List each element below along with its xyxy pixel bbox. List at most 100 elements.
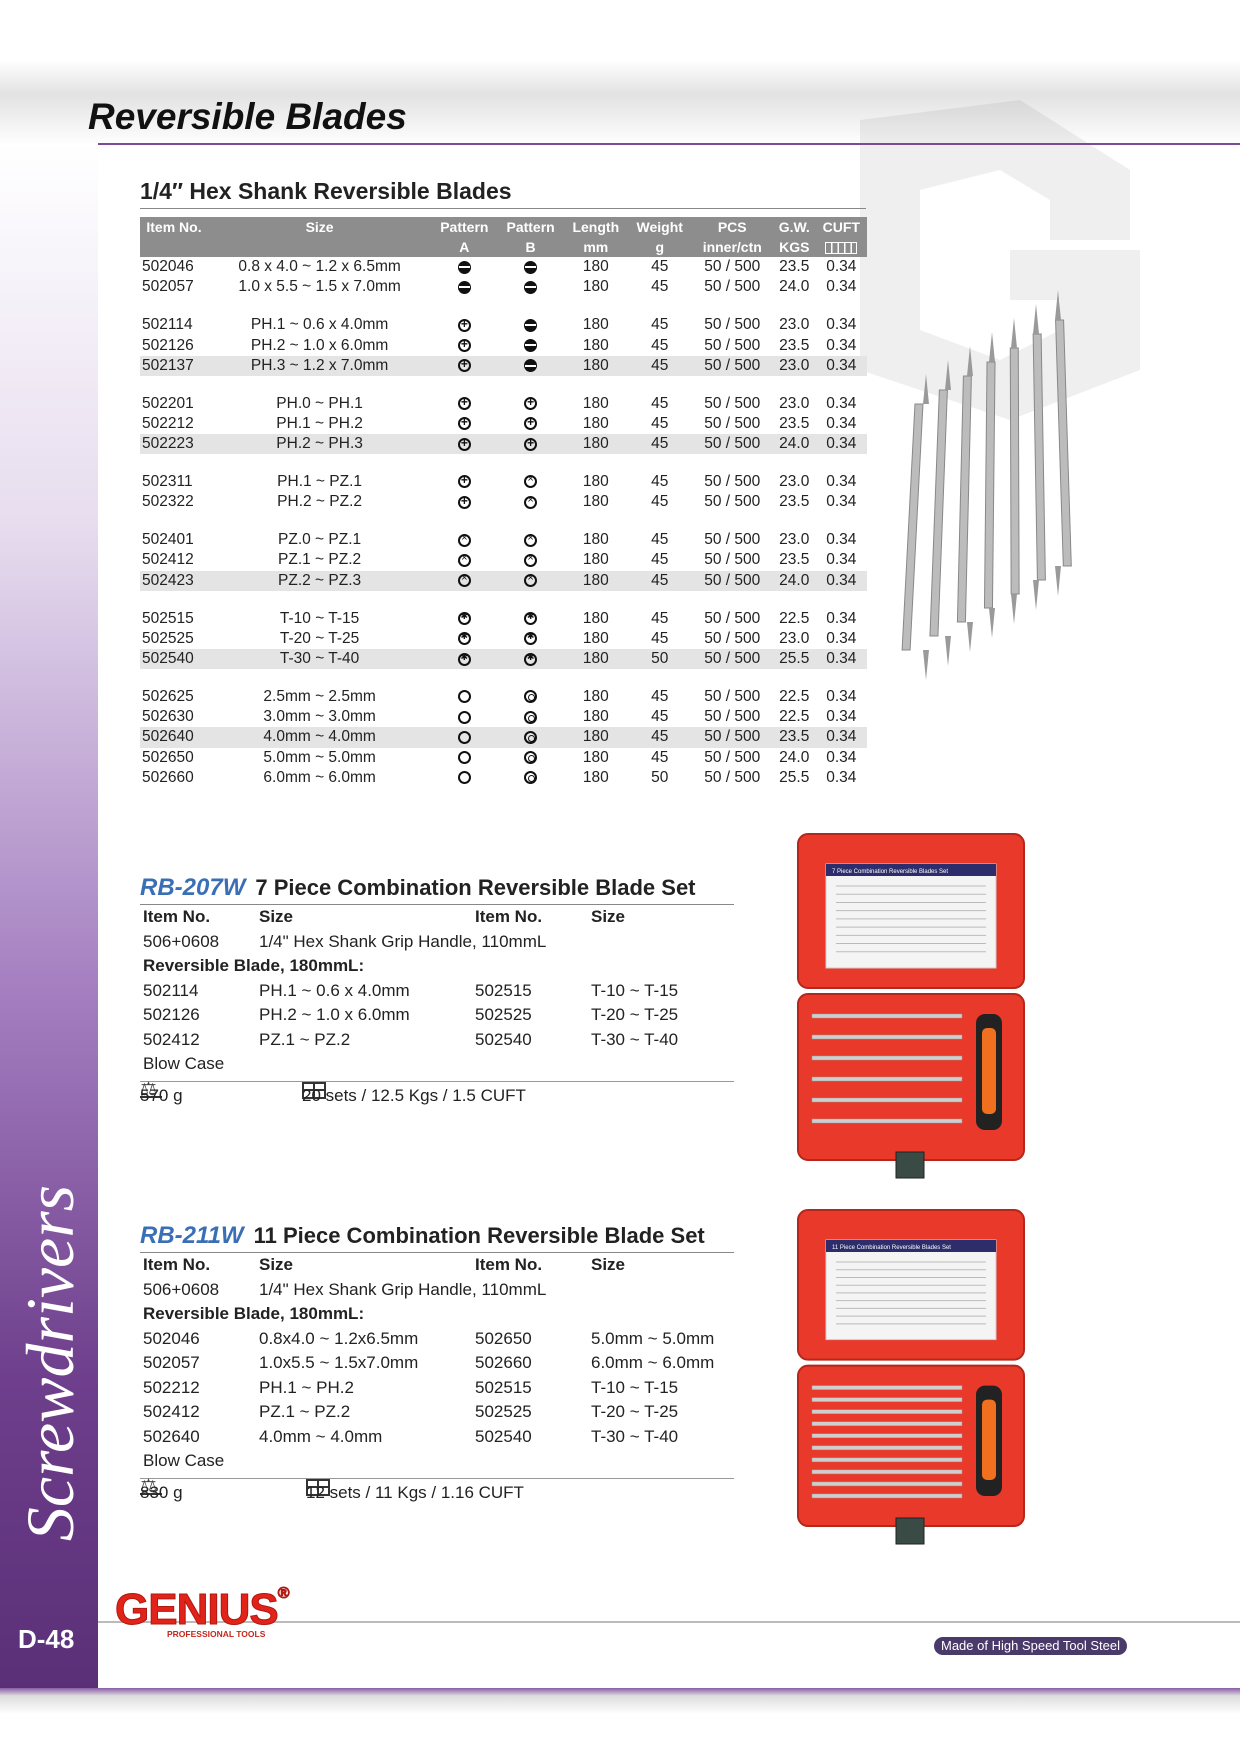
item-size: PZ.1 ~ PZ.2 <box>259 1402 351 1421</box>
case-latch <box>895 1517 925 1545</box>
pattern-a-cell <box>431 550 497 570</box>
pattern-a-cell <box>431 748 497 768</box>
sidebar: Screwdrivers <box>0 143 98 1688</box>
length-cell: 180 <box>582 493 609 511</box>
item-size: 0.8x4.0 ~ 1.2x6.5mm <box>259 1328 419 1348</box>
slotted-tip-icon <box>524 280 538 294</box>
hex-socket-tip-icon <box>524 710 538 724</box>
pattern-b-cell <box>497 335 563 355</box>
phillips-tip-icon <box>457 415 471 431</box>
header-unit-cell: B <box>497 237 564 257</box>
phillips-tip-icon <box>457 436 471 451</box>
set-code: RB-211W <box>140 1222 244 1249</box>
item-number-cell: 502201 <box>142 394 194 412</box>
header-unit-cell: mm <box>563 237 628 257</box>
item-size: T-30 ~ T-40 <box>591 1029 679 1049</box>
length-cell: 180 <box>582 473 609 491</box>
spacer-row <box>140 298 867 316</box>
stored-blade <box>811 1445 963 1451</box>
length-cell: 180 <box>563 434 628 455</box>
item-number-cell: 502660 <box>142 769 194 787</box>
item-number: 502540 <box>475 1029 532 1049</box>
item-size: 1/4" Hex Shank Grip Handle, 110mmL <box>259 1279 547 1299</box>
item-size: PH.1 ~ 0.6 x 4.0mm <box>259 980 410 1000</box>
pattern-b-cell <box>497 550 563 570</box>
size-cell: PH.2 ~ PH.3 <box>208 434 432 455</box>
weight-cell: 50 <box>627 648 692 670</box>
size-cell: PH.2 ~ PZ.2 <box>277 493 363 511</box>
pattern-a-cell <box>431 434 498 455</box>
item-number-cell: 502423 <box>140 570 208 591</box>
blade-heading: Reversible Blade, 180mmL: <box>143 956 365 975</box>
phillips-tip-icon <box>524 395 538 411</box>
hex-tip-icon <box>457 710 471 724</box>
cuft-cell: 0.34 <box>826 708 857 726</box>
pcs-cell: 50 / 500 <box>691 434 773 455</box>
set-name: 11 Piece Combination Reversible Blade Se… <box>253 1223 705 1248</box>
cuft-cell: 0.34 <box>815 434 867 455</box>
cuft-cell: 0.34 <box>826 394 857 412</box>
cuft-cell: 0.34 <box>826 414 857 432</box>
pattern-a-cell <box>431 707 497 727</box>
pattern-a-cell <box>431 687 497 707</box>
item-size: PZ.1 ~ PZ.2 <box>259 1029 351 1049</box>
pattern-b-cell <box>497 608 563 628</box>
item-number: 502640 <box>143 1426 200 1446</box>
weight-cell: 45 <box>651 414 669 432</box>
size-cell: 5.0mm ~ 5.0mm <box>263 748 376 766</box>
pattern-b-cell <box>497 355 564 376</box>
header-unit-cell: A <box>431 237 498 257</box>
item-number-cell: 502212 <box>142 414 194 432</box>
weight-cell: 45 <box>651 473 669 491</box>
pcs-cell: 50 / 500 <box>704 473 761 491</box>
grip-handle-insert <box>982 1399 996 1480</box>
stored-blade <box>811 1397 963 1402</box>
stored-blade <box>811 1097 963 1103</box>
size-cell: PH.0 ~ PH.1 <box>276 394 363 412</box>
stored-blade <box>811 1457 963 1463</box>
gross-weight-cell: 23.0 <box>772 355 816 376</box>
gross-weight-cell: 23.0 <box>779 629 810 647</box>
insert-card <box>825 863 997 969</box>
gross-weight-cell: 23.5 <box>779 258 810 276</box>
length-cell: 180 <box>582 769 609 787</box>
stored-blade <box>811 1433 963 1439</box>
insert-card <box>825 1239 997 1341</box>
item-size: PH.2 ~ 1.0 x 6.0mm <box>259 1005 410 1024</box>
item-size: T-20 ~ T-25 <box>591 1402 679 1421</box>
stored-blade <box>811 1013 963 1019</box>
pattern-b-cell <box>497 257 563 277</box>
weight-cell: 45 <box>651 531 669 549</box>
header-unit-cell <box>140 237 208 257</box>
gross-weight-cell: 23.5 <box>779 551 810 569</box>
brand-name: GENIUS® <box>115 1585 290 1635</box>
item-number-cell: 502322 <box>142 493 194 511</box>
weight-cell: 45 <box>651 278 669 296</box>
gross-weight-cell: 25.5 <box>772 648 816 670</box>
header-unit-cell <box>208 237 432 257</box>
stored-blade <box>811 1421 963 1426</box>
pcs-cell: 50 / 500 <box>704 629 761 647</box>
column-header: Size <box>591 1255 626 1274</box>
phillips-tip-icon <box>457 395 471 411</box>
pattern-a-cell <box>431 608 497 628</box>
stored-blade <box>811 1076 963 1082</box>
phillips-tip-icon <box>457 494 471 509</box>
hex-tip-icon <box>457 730 471 744</box>
blow-case-photo-rb-211w: 11 Piece Combination Reversible Blades S… <box>797 1209 1025 1545</box>
weight-cell: 45 <box>651 316 669 334</box>
item-number: 502660 <box>475 1353 532 1372</box>
cuft-cell: 0.34 <box>826 336 857 354</box>
pattern-b-cell <box>497 315 563 335</box>
phillips-tip-icon <box>524 436 538 451</box>
